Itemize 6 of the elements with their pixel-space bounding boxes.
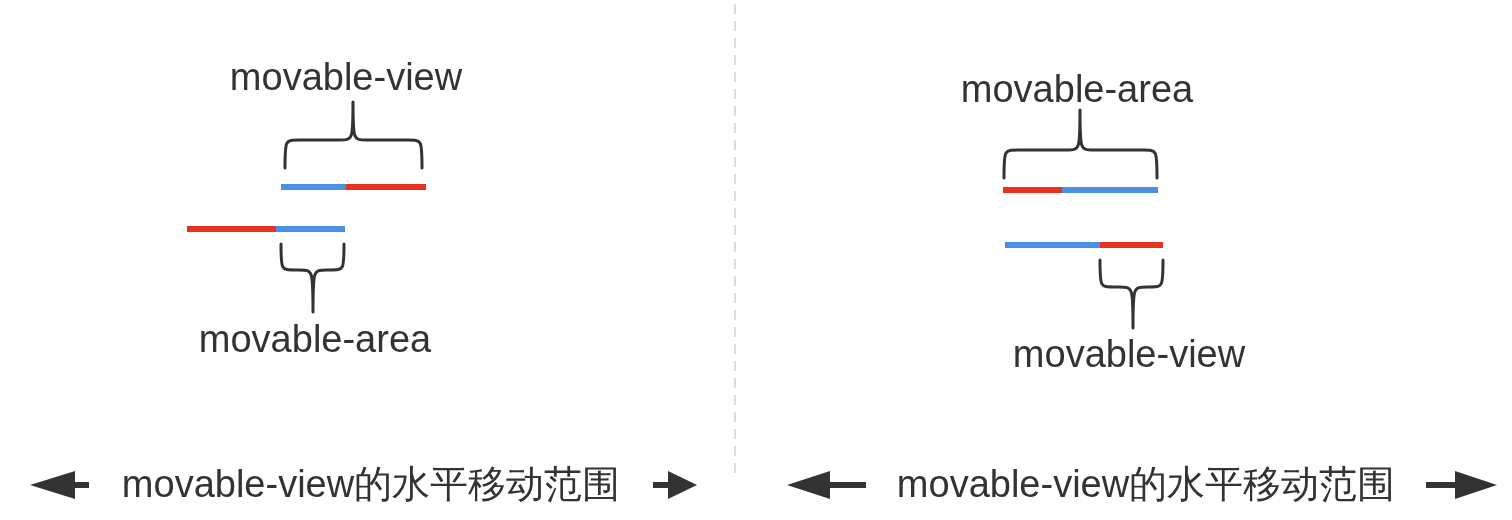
range-label: movable-view <box>1012 333 1246 377</box>
range-label: movable-area <box>198 318 432 362</box>
range-label: movable-view <box>229 56 463 100</box>
dimension-label: movable-view的水平移动范围 <box>121 463 621 507</box>
range-label: movable-area <box>960 68 1194 112</box>
dimension-label: movable-view的水平移动范围 <box>896 463 1396 507</box>
